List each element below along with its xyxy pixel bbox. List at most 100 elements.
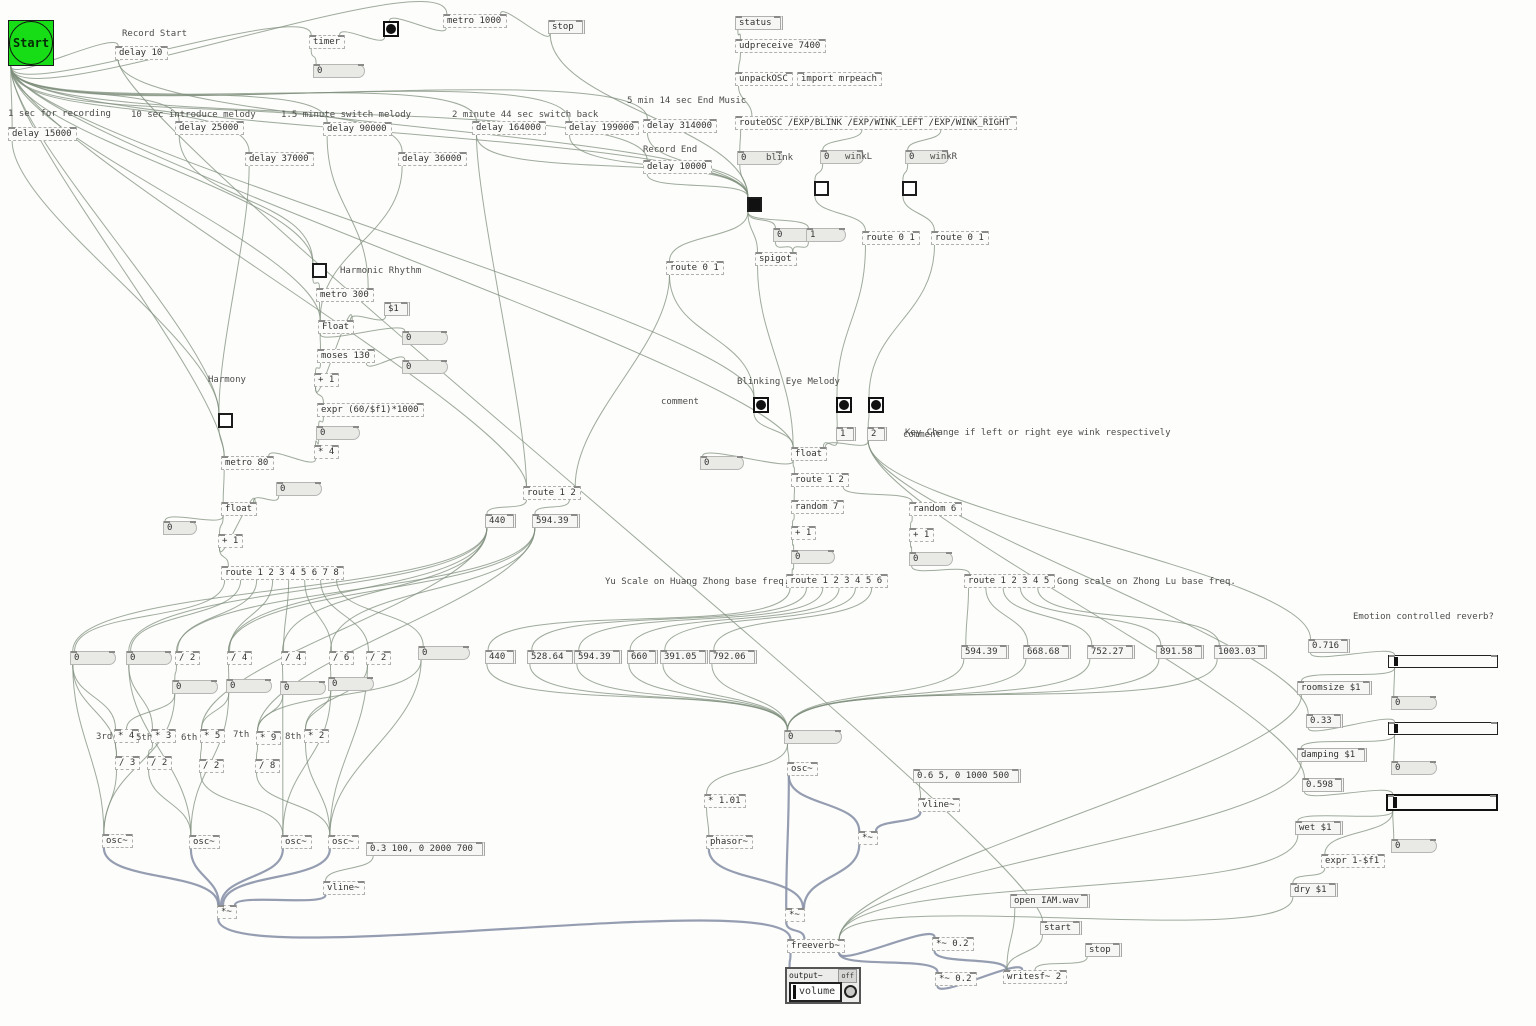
dollar1-msg-message[interactable]: $1 (384, 302, 410, 316)
random-7-object[interactable]: random 7 (791, 500, 844, 514)
hr-num-a-numberbox[interactable]: 0 (402, 331, 448, 345)
msg-59439-b-message[interactable]: 594.39 (574, 650, 622, 664)
stop-top-message[interactable]: stop (548, 20, 585, 34)
m80-zero-numberbox[interactable]: 0 (276, 482, 322, 496)
center-num-numberbox[interactable]: 0 (784, 730, 842, 744)
float-left-object[interactable]: float (221, 502, 257, 516)
freeverb-object[interactable]: freeverb~ (787, 939, 845, 953)
float-center-object[interactable]: float (791, 447, 827, 461)
status-message[interactable]: status (735, 16, 783, 30)
l-num-b-numberbox[interactable]: 0 (126, 651, 172, 665)
msg-59439-c-message[interactable]: 594.39 (961, 645, 1009, 659)
moses-130-object[interactable]: moses 130 (317, 349, 375, 363)
delay-314000-object[interactable]: delay 314000 (643, 119, 717, 133)
route-6-object[interactable]: route 1 2 3 4 5 6 (786, 574, 888, 588)
output-off-button[interactable]: off (838, 969, 857, 983)
msg-660-message[interactable]: 660 (627, 650, 658, 664)
plus1-d-object[interactable]: + 1 (909, 528, 934, 542)
winkr-bang[interactable] (868, 397, 884, 413)
div2-b-object[interactable]: / 2 (366, 651, 391, 665)
winkr-num-numberbox[interactable]: 0 (905, 150, 949, 164)
bem-num-numberbox[interactable]: 0 (700, 456, 744, 470)
osc-3-object[interactable]: osc~ (281, 835, 312, 849)
msg-75227-message[interactable]: 752.27 (1087, 645, 1135, 659)
env-msg-message[interactable]: 0.6 5, 0 1000 500 (913, 769, 1021, 783)
unpackosc-object[interactable]: unpackOSC (735, 72, 793, 86)
r7-num-numberbox[interactable]: 0 (791, 550, 835, 564)
div2-c-object[interactable]: / 2 (147, 756, 172, 770)
hr-toggle[interactable] (312, 263, 327, 278)
msg-100303-message[interactable]: 1003.03 (1214, 645, 1267, 659)
route-8-object[interactable]: route 1 2 3 4 5 6 7 8 (221, 566, 344, 580)
times-4-object[interactable]: * 4 (314, 445, 339, 459)
times4-b-object[interactable]: * 4 (114, 729, 139, 743)
timer-display-numberbox[interactable]: 0 (313, 64, 365, 78)
times-2-object[interactable]: * 2 (304, 729, 329, 743)
winkr-toggle[interactable] (902, 181, 917, 196)
slider-knob[interactable] (1393, 797, 1397, 808)
expr-60-object[interactable]: expr (60/$f1)*1000 (317, 403, 424, 417)
writesf-object[interactable]: writesf~ 2 (1003, 970, 1067, 984)
star-1-object[interactable]: *~ (217, 905, 237, 919)
start-msg-message[interactable]: start (1040, 921, 1082, 935)
slider-knob[interactable] (1394, 724, 1398, 733)
l-num-a-numberbox[interactable]: 0 (70, 651, 116, 665)
wet-slider[interactable] (1386, 794, 1498, 811)
route01-a-object[interactable]: route 0 1 (666, 261, 724, 275)
delay-15000-object[interactable]: delay 15000 (8, 127, 77, 141)
msg-440-a-message[interactable]: 440 (485, 514, 516, 528)
hr-num-c-numberbox[interactable]: 0 (316, 426, 360, 440)
msg-66868-message[interactable]: 668.68 (1023, 645, 1071, 659)
div2-d-object[interactable]: / 2 (199, 759, 224, 773)
s-num-c-numberbox[interactable]: 0 (1391, 839, 1437, 853)
star-2-object[interactable]: *~ (858, 831, 878, 845)
msg-59439-a-message[interactable]: 594.39 (532, 514, 580, 528)
div4-a-object[interactable]: / 4 (227, 651, 252, 665)
winkl-num-numberbox[interactable]: 0 (820, 150, 864, 164)
delay-25000-object[interactable]: delay 25000 (175, 121, 244, 135)
msg-440-b-message[interactable]: 440 (485, 650, 516, 664)
delay-10000-object[interactable]: delay 10000 (643, 160, 712, 174)
msg-79206-message[interactable]: 792.06 (709, 650, 757, 664)
l-num-d-numberbox[interactable]: 0 (172, 680, 218, 694)
osc-1-object[interactable]: osc~ (102, 834, 133, 848)
msg-0598-message[interactable]: 0.598 (1302, 778, 1344, 792)
hr-num-b-numberbox[interactable]: 0 (402, 360, 448, 374)
blink-num-numberbox[interactable]: 0 (737, 151, 783, 165)
delay-199000-object[interactable]: delay 199000 (565, 121, 639, 135)
delay-10-object[interactable]: delay 10 (115, 46, 168, 60)
div2-a-object[interactable]: / 2 (175, 651, 200, 665)
winkl-toggle[interactable] (814, 181, 829, 196)
osc-2-object[interactable]: osc~ (189, 835, 220, 849)
stop-msg-message[interactable]: stop (1085, 943, 1122, 957)
phasor-object[interactable]: phasor~ (706, 835, 753, 849)
key1-msg-message[interactable]: 1 (836, 427, 856, 441)
route-5-object[interactable]: route 1 2 3 4 5 (964, 574, 1055, 588)
open-iam-msg-message[interactable]: open IAM.wav (1010, 894, 1090, 908)
delay-37000-object[interactable]: delay 37000 (245, 152, 314, 166)
main-toggle[interactable] (747, 197, 762, 212)
output-dsp-knob-icon[interactable] (844, 985, 857, 998)
star-3-object[interactable]: *~ (785, 908, 805, 922)
spigot-object[interactable]: spigot (755, 252, 797, 266)
expr-1f1-object[interactable]: expr 1-$f1 (1321, 854, 1385, 868)
one-msg-numberbox[interactable]: 1 (806, 228, 846, 242)
star-02b-object[interactable]: *~ 0.2 (935, 972, 977, 986)
udpreceive-7400-object[interactable]: udpreceive 7400 (735, 39, 826, 53)
route12-center-object[interactable]: route 1 2 (791, 473, 849, 487)
roomsize-msg-message[interactable]: roomsize $1 (1297, 681, 1372, 695)
msg-0716-message[interactable]: 0.716 (1308, 639, 1350, 653)
plus1-b-object[interactable]: + 1 (218, 534, 243, 548)
msg-033-message[interactable]: 0.33 (1306, 714, 1343, 728)
float-upper-object[interactable]: Float (318, 320, 354, 334)
harmony-toggle[interactable] (218, 413, 233, 428)
dry-msg-message[interactable]: dry $1 (1290, 883, 1338, 897)
roomsize-slider[interactable] (1388, 655, 1498, 668)
l-num-c-numberbox[interactable]: 0 (418, 646, 470, 660)
r6-num-numberbox[interactable]: 0 (909, 552, 953, 566)
div-6-object[interactable]: / 6 (329, 651, 354, 665)
msg-89158-message[interactable]: 891.58 (1156, 645, 1204, 659)
l-num-f-numberbox[interactable]: 0 (280, 681, 326, 695)
route01-c-object[interactable]: route 0 1 (931, 231, 989, 245)
routeosc-object[interactable]: routeOSC /EXP/BLINK /EXP/WINK_LEFT /EXP/… (735, 116, 1017, 130)
